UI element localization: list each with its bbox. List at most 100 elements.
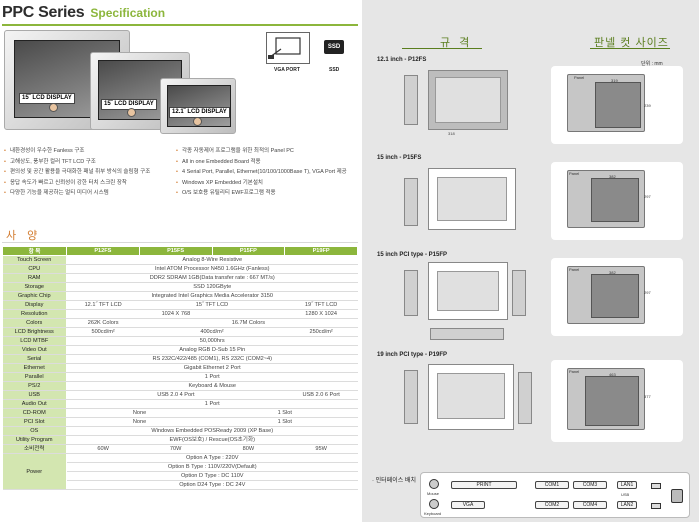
cut-hole <box>585 376 639 426</box>
interface-layout-label: · 인터페이스 배치 <box>372 478 416 484</box>
cut-size-box: Panel 382 297 <box>551 162 683 240</box>
list-item: 고해상도, 풍부한 컬러 TFT LCD 구조 <box>4 157 150 168</box>
cut-height: 297 <box>644 290 651 295</box>
cut-size-box: Panel 319 239 <box>551 66 683 144</box>
cell: 500cd/m² <box>66 327 140 337</box>
cell: Analog RGB D-Sub 15 Pin <box>66 345 358 355</box>
screen-outline <box>437 373 505 419</box>
model-title: 19 inch PCI type - P19FP <box>377 352 448 358</box>
cut-height: 297 <box>644 194 651 199</box>
vga-port-image <box>266 32 310 64</box>
row-label: Colors <box>2 318 67 328</box>
cell: DDR2 SDRAM 1GB(Data transfer rate : 667 … <box>66 273 358 283</box>
cut-hole <box>591 178 639 222</box>
hand-touch-icon <box>49 103 58 112</box>
cell: 95W <box>284 444 358 454</box>
cell: 16.7M Colors <box>139 318 358 328</box>
row-label: Serial <box>2 354 67 364</box>
panel-label: Panel <box>569 267 580 272</box>
cell: 70W <box>139 444 212 454</box>
screen-outline <box>435 77 501 123</box>
row-label: CPU <box>2 264 67 274</box>
list-item: 응답 속도가 빠르고 신뢰성이 강한 터치 스크린 장착 <box>4 178 150 189</box>
model-title: 12.1 inch - P12FS <box>377 57 427 63</box>
cell: 1024 X 768 <box>66 309 285 319</box>
cell: Option A Type : 220V <box>66 453 358 463</box>
product-hero: 15˝ LCD DISPLAY 15˝ LCD DISPLAY 12.1˝ LC… <box>4 30 358 136</box>
front-view-drawing <box>428 364 514 430</box>
cell: EWF(OS보호) / Rescue(OS초기화) <box>66 435 358 445</box>
column-header: P15FS <box>138 246 213 256</box>
row-label: Storage <box>2 282 67 292</box>
row-label: PCI Slot <box>2 417 67 427</box>
row-label: Ethernet <box>2 363 67 373</box>
table-row: Option D Type : DC 110V <box>3 471 358 481</box>
vga-port: VGA <box>451 501 485 509</box>
feature-list-left: 내환경성이 우수한 Fanless 구조 고해상도, 풍부한 컬러 TFT LC… <box>4 146 150 199</box>
screen-outline <box>437 271 499 311</box>
list-item: 편의성 및 공간 활용을 극대화한 패널 취부 방식의 슬림형 구조 <box>4 167 150 178</box>
list-item: Windows XP Embedded 기본설치 <box>176 178 347 189</box>
row-label: Audio Out <box>2 399 67 409</box>
com3-port: COM3 <box>573 481 607 489</box>
ps2-mouse-port-icon <box>429 479 439 489</box>
cut-hole <box>591 274 639 318</box>
column-header: P19FP <box>284 246 358 256</box>
panel-label: Panel <box>569 171 580 176</box>
cell: Option D24 Type : DC 24V <box>66 480 358 490</box>
usb-port-icon <box>651 483 661 489</box>
cell: Analog 8-Wire Resistive <box>66 255 358 265</box>
row-label: Touch Screen <box>2 255 67 265</box>
front-view-drawing <box>428 70 508 130</box>
cut-size-box: Panel 382 297 <box>551 258 683 336</box>
cell: USB 2.0 4 Port <box>66 390 285 400</box>
mouse-label: Mouse <box>427 491 440 496</box>
cut-width: 382 <box>609 174 616 179</box>
cut-width: 319 <box>611 78 618 83</box>
list-item: All in one Embedded Board 적용 <box>176 157 347 168</box>
list-item: 내환경성이 우수한 Fanless 구조 <box>4 146 150 157</box>
cell: 262K Colors <box>66 318 140 328</box>
panel-label: 15˝ LCD DISPLAY <box>19 93 75 104</box>
row-label: CD-ROM <box>2 408 67 418</box>
column-header: P12FS <box>66 246 140 256</box>
row-label: Parallel <box>2 372 67 382</box>
ssd-badge: SSD <box>324 40 344 54</box>
monitor-icon <box>268 37 301 59</box>
model-title: 15 inch PCI type - P15FP <box>377 252 448 258</box>
dimension-label: 318 <box>448 131 455 136</box>
side-view-drawing <box>512 270 526 316</box>
spec-header-line <box>402 48 482 49</box>
table-row: Option B Type : 110V/220V(Default) <box>3 462 358 472</box>
row-label: LCD MTBF <box>2 336 67 346</box>
table-header-row: 항 목 P12FS P15FS P15FP P19FP <box>2 246 358 256</box>
cell: Integrated Intel Graphics Media Accelera… <box>66 291 358 301</box>
cut-hole <box>595 82 641 128</box>
cell: 12.1˝ TFT LCD <box>66 300 140 310</box>
cell: 1280 X 1024 <box>284 309 358 319</box>
panel-label: Panel <box>574 75 585 80</box>
side-view-drawing <box>404 370 418 424</box>
row-label: Graphic Chip <box>2 291 67 301</box>
cell: None <box>66 417 212 427</box>
title-underline <box>2 24 358 26</box>
cell: 50,000hrs <box>66 336 358 346</box>
cell: 1 Port <box>66 372 358 382</box>
row-label: Resolution <box>2 309 67 319</box>
com2-port: COM2 <box>535 501 569 509</box>
hand-touch-icon <box>193 117 202 126</box>
print-port: PRINT <box>451 481 517 489</box>
row-label: Video Out <box>2 345 67 355</box>
com1-port: COM1 <box>535 481 569 489</box>
